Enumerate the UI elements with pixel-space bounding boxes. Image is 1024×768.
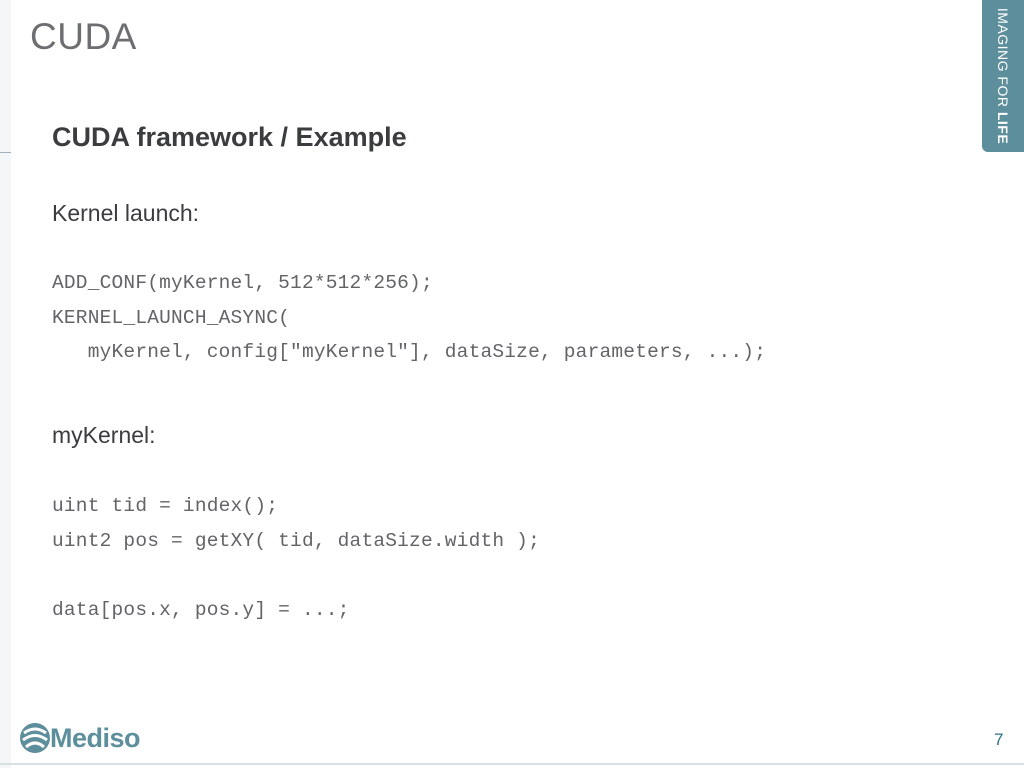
brand-tagline: IMAGING FOR LIFE (995, 8, 1011, 144)
kernel-code-line: data[pos.x, pos.y] = ...; (52, 599, 350, 621)
left-margin-divider (0, 152, 11, 153)
brand-tagline-normal: IMAGING FOR (995, 7, 1011, 112)
slide-title: CUDA (30, 16, 137, 57)
page-number: 7 (994, 730, 1004, 749)
left-margin-strip (0, 0, 11, 768)
footer-divider (0, 763, 1024, 765)
mediso-logo-icon (20, 723, 50, 753)
kernel-code-line: uint tid = index(); (52, 495, 279, 517)
launch-code-line: myKernel, config["myKernel"], dataSize, … (52, 341, 767, 363)
mediso-logo: Mediso (18, 720, 141, 756)
mediso-logo-text: Mediso (50, 722, 141, 753)
launch-code-line: ADD_CONF(myKernel, 512*512*256); (52, 272, 433, 294)
mykernel-label: myKernel: (52, 422, 156, 448)
kernel-launch-label: Kernel launch: (52, 200, 200, 226)
brand-tab: IMAGING FOR LIFE (982, 0, 1024, 152)
brand-tagline-bold: LIFE (995, 111, 1011, 145)
launch-code-line: KERNEL_LAUNCH_ASYNC( (52, 307, 291, 329)
section-heading: CUDA framework / Example (52, 122, 407, 152)
kernel-code-line: uint2 pos = getXY( tid, dataSize.width )… (52, 530, 540, 552)
